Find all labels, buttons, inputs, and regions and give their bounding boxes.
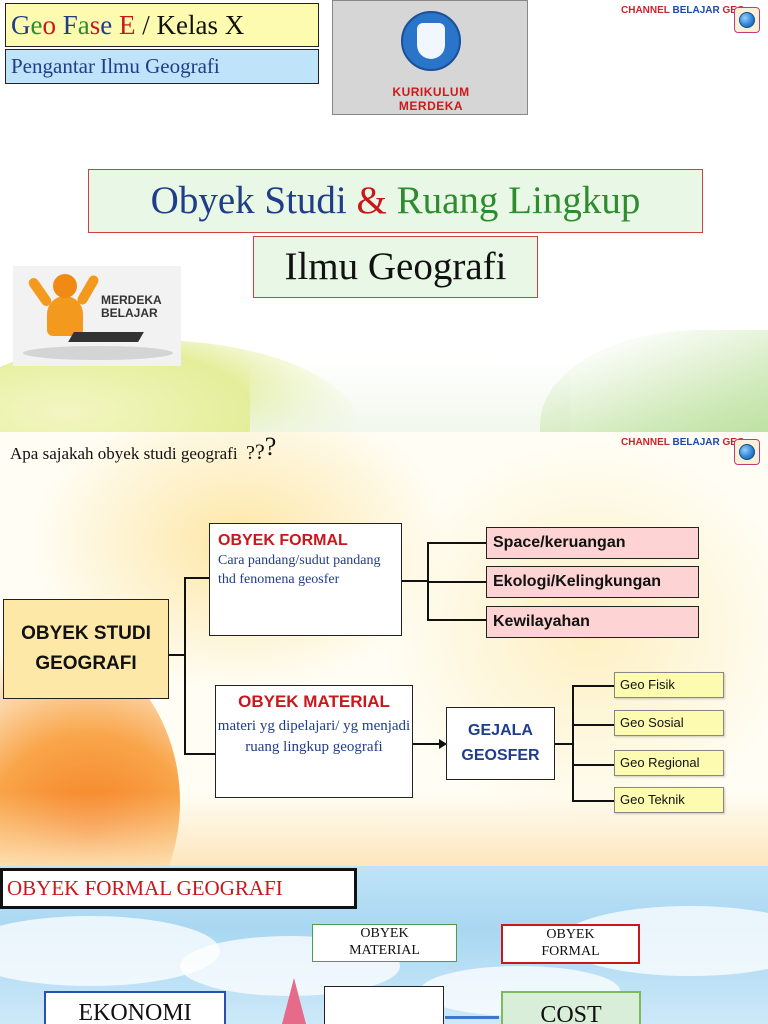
slide-title: Geo Fase E / Kelas X Pengantar Ilmu Geog… [0, 0, 768, 432]
item-geo-teknik: Geo Teknik [614, 787, 724, 813]
label-obyek-formal: OBYEK FORMAL [501, 924, 640, 964]
geo-title-segment: G [11, 10, 31, 40]
globe-icon [734, 7, 760, 33]
arrow-head-icon [439, 739, 447, 749]
geo-title-segment: e [100, 10, 119, 40]
merdeka-belajar-image: MERDEKA BELAJAR [13, 266, 181, 366]
question-text: Apa sajakah obyek studi geografi ??? [10, 432, 277, 464]
connector [572, 764, 614, 766]
connector [184, 577, 186, 754]
kurikulum-text: KURIKULUM [392, 85, 470, 99]
arrow-connector [413, 743, 443, 745]
connector [427, 581, 486, 583]
node-gejala-geosfer: GEJALA GEOSFER [446, 707, 555, 780]
geo-title-segment: / Kelas X [135, 10, 245, 40]
connector [184, 577, 210, 579]
decor-wave-right [540, 330, 768, 432]
connector [572, 685, 614, 687]
connector [572, 800, 614, 802]
item-geo-sosial: Geo Sosial [614, 710, 724, 736]
item-kewilayahan: Kewilayahan [486, 606, 699, 638]
merdeka-belajar-text: MERDEKA BELAJAR [101, 293, 162, 320]
kurikulum-merdeka-logo: KURIKULUM MERDEKA [332, 0, 528, 115]
geo-title-segment: F [62, 10, 78, 40]
item-space-keruangan: Space/keruangan [486, 527, 699, 559]
node-obyek-formal: OBYEK FORMAL Cara pandang/sudut pandang … [209, 523, 402, 636]
node-obyek-material: OBYEK MATERIAL materi yg dipelajari/ yg … [215, 685, 413, 798]
geo-fase-title: Geo Fase E / Kelas X [5, 3, 319, 47]
item-ekologi-kelingkungan: Ekologi/Kelingkungan [486, 566, 699, 598]
label-obyek-material: OBYEK MATERIAL [312, 924, 457, 962]
box-cost: COST [501, 991, 641, 1024]
connector [427, 619, 486, 621]
channel-label: CHANNEL BELAJAR GEO [621, 437, 745, 448]
connector [572, 724, 614, 726]
globe-icon [734, 439, 760, 465]
geo-title-segment: a [77, 10, 90, 40]
connector [427, 542, 486, 544]
connector [555, 743, 573, 745]
connector [184, 753, 216, 755]
item-geo-fisik: Geo Fisik [614, 672, 724, 698]
geo-title-segment: e [30, 10, 43, 40]
node-obyek-studi-geografi: OBYEK STUDI GEOGRAFI [3, 599, 169, 699]
arrow-connector [445, 1016, 499, 1019]
box-ekonomi: EKONOMI [44, 991, 226, 1024]
connector [572, 685, 574, 801]
connector [169, 654, 185, 656]
tut-wuri-emblem-icon [401, 11, 461, 71]
slide-obyek-formal-geografi: OBYEK FORMAL GEOGRAFI OBYEK MATERIAL OBY… [0, 866, 768, 1024]
slide-obyek-studi: Apa sajakah obyek studi geografi ??? CHA… [0, 432, 768, 866]
subtitle-pengantar: Pengantar Ilmu Geografi [5, 49, 319, 84]
main-title-line2: Ilmu Geografi [253, 236, 538, 298]
geo-title-segment: s [89, 10, 101, 40]
item-geo-regional: Geo Regional [614, 750, 724, 776]
channel-label: CHANNEL BELAJAR GEO [621, 5, 745, 16]
box-empty [324, 986, 444, 1024]
connector [402, 580, 428, 582]
decor-wave-mid [250, 360, 570, 432]
obyek-formal-geografi-title: OBYEK FORMAL GEOGRAFI [0, 868, 357, 909]
main-title: Obyek Studi & Ruang Lingkup [88, 169, 703, 233]
geo-title-segment: o [42, 10, 63, 40]
merdeka-text: MERDEKA [398, 99, 464, 113]
triangle-shape [282, 978, 306, 1024]
geo-title-segment: E [119, 10, 136, 40]
